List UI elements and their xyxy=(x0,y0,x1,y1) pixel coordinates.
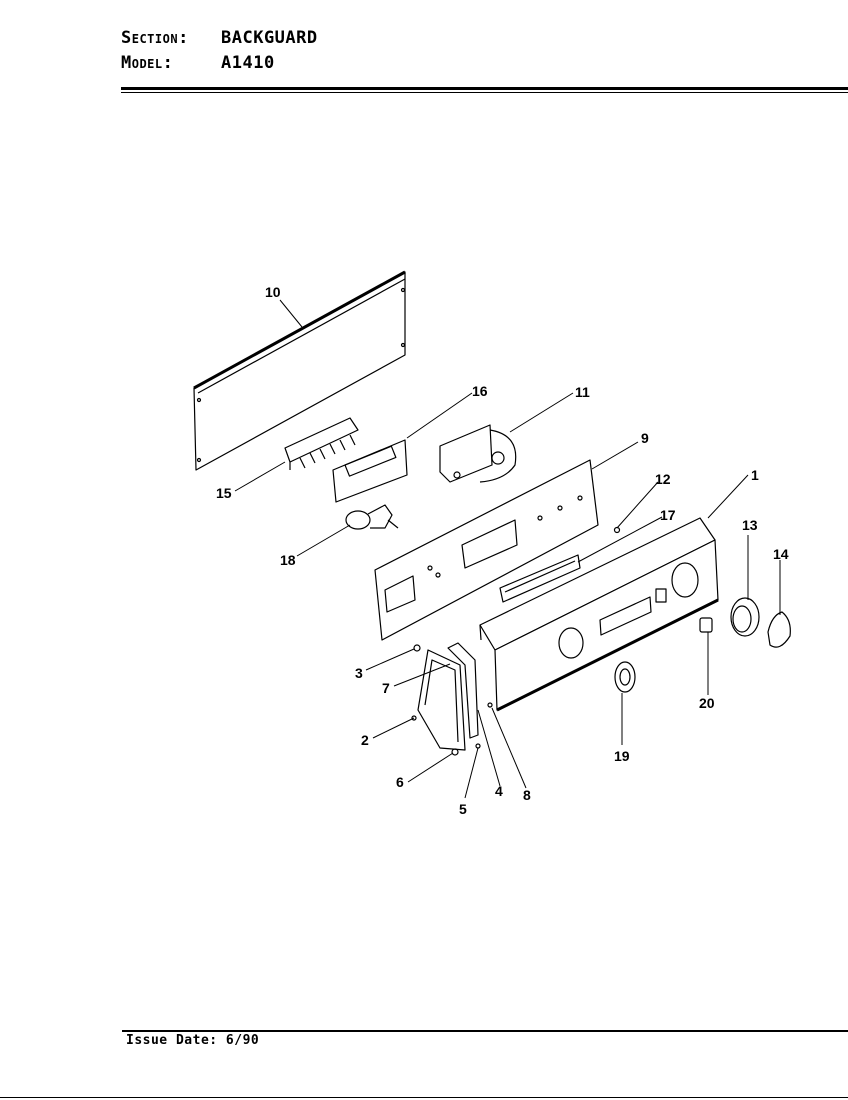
callout-15: 15 xyxy=(216,485,232,501)
section-value: BACKGUARD xyxy=(221,28,318,48)
model-key: Model: xyxy=(121,53,174,73)
callout-5: 5 xyxy=(459,801,467,817)
callout-12: 12 xyxy=(655,471,671,487)
footer-rule xyxy=(122,1030,848,1032)
callout-10: 10 xyxy=(265,284,281,300)
rear-panel xyxy=(193,270,406,471)
bracket xyxy=(332,439,408,503)
callout-14: 14 xyxy=(773,546,789,562)
header-rule xyxy=(121,87,848,90)
model-value: A1410 xyxy=(221,53,275,73)
callout-18: 18 xyxy=(280,552,296,568)
callout-1: 1 xyxy=(751,467,759,483)
callout-8: 8 xyxy=(523,787,531,803)
header-rule-thin xyxy=(121,92,848,93)
timer xyxy=(439,424,517,483)
callout-2: 2 xyxy=(361,732,369,748)
backguard-housing xyxy=(479,517,719,712)
switch xyxy=(345,504,399,530)
lens xyxy=(499,554,581,603)
selector-knob xyxy=(614,661,636,693)
section-key: Section: xyxy=(121,28,189,48)
page-header: Section: BACKGUARD Model: A1410 xyxy=(121,26,318,76)
callout-20: 20 xyxy=(699,695,715,711)
callout-11: 11 xyxy=(575,384,590,400)
model-line: Model: A1410 xyxy=(121,51,318,76)
button xyxy=(699,617,713,633)
end-cap xyxy=(411,644,466,756)
callout-4: 4 xyxy=(495,783,503,799)
knob-dial xyxy=(730,597,760,637)
terminal-block xyxy=(284,417,359,470)
control-panel xyxy=(374,459,599,641)
issue-date: Issue Date: 6/90 xyxy=(126,1033,260,1048)
end-trim xyxy=(447,642,493,749)
section-line: Section: BACKGUARD xyxy=(121,26,318,51)
callout-9: 9 xyxy=(641,430,649,446)
leader-lines xyxy=(234,299,781,799)
callout-3: 3 xyxy=(355,665,363,681)
callout-7: 7 xyxy=(382,680,390,696)
screw xyxy=(613,526,621,534)
callout-19: 19 xyxy=(614,748,630,764)
callout-17: 17 xyxy=(660,507,676,523)
page-edge xyxy=(0,1097,848,1098)
callout-6: 6 xyxy=(396,774,404,790)
callout-16: 16 xyxy=(472,383,488,399)
callout-13: 13 xyxy=(742,517,758,533)
knob-skirt xyxy=(767,611,791,648)
